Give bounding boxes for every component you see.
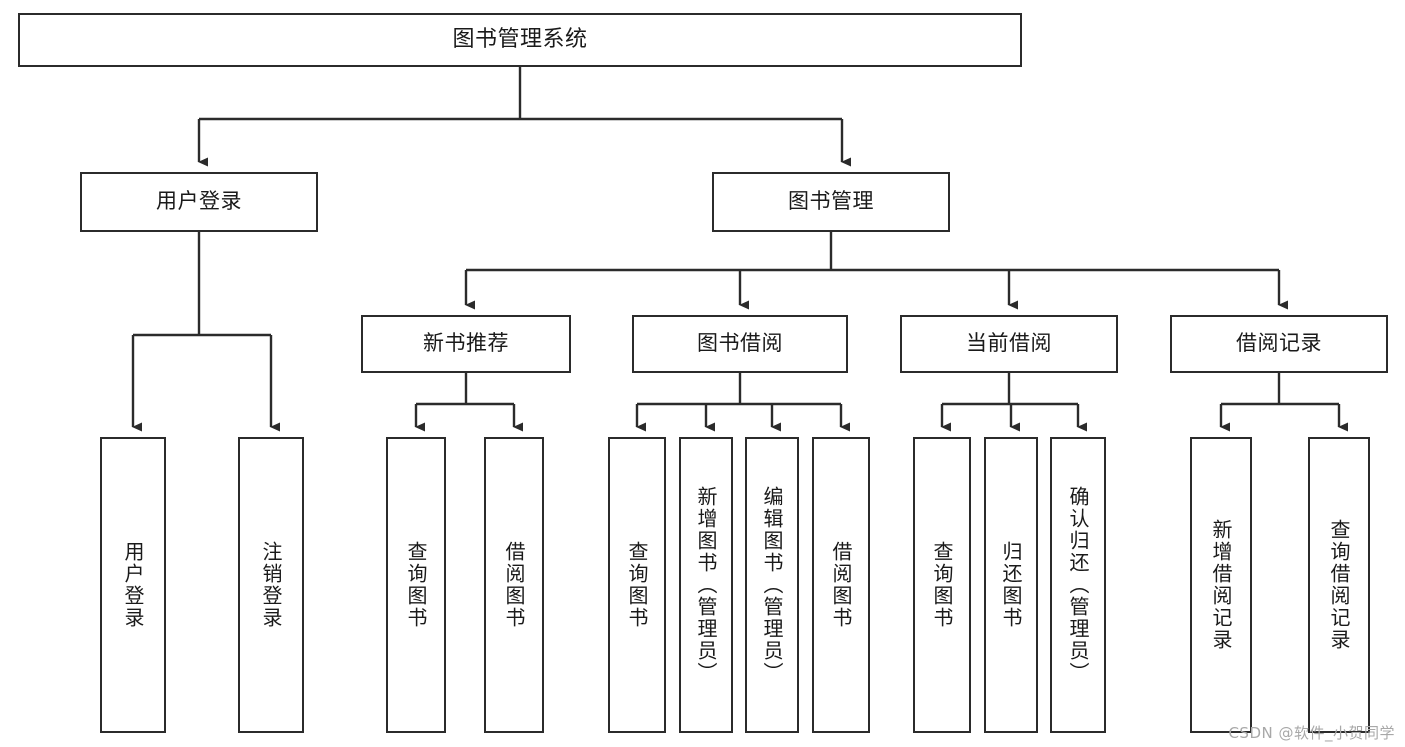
edges-root-to-level2 bbox=[197, 67, 851, 167]
node-leaf-user-login-label: 用户登录 bbox=[121, 541, 145, 629]
node-leaf-borrow-book-2-label: 借阅图书 bbox=[829, 541, 853, 629]
edges-newbookrec-to-leaves bbox=[414, 373, 523, 432]
node-leaf-query-book-1-label: 查询图书 bbox=[404, 541, 428, 629]
node-leaf-query-book-2-label: 查询图书 bbox=[625, 541, 649, 629]
node-leaf-logout[interactable]: 注销登录 bbox=[238, 437, 304, 733]
node-leaf-borrow-book-1[interactable]: 借阅图书 bbox=[484, 437, 544, 733]
node-borrow-record-label: 借阅记录 bbox=[1236, 331, 1322, 356]
node-root-system[interactable]: 图书管理系统 bbox=[18, 13, 1022, 67]
edges-userlogin-to-leaves bbox=[131, 232, 280, 432]
node-leaf-logout-label: 注销登录 bbox=[259, 541, 283, 629]
node-leaf-user-login[interactable]: 用户登录 bbox=[100, 437, 166, 733]
node-leaf-add-book[interactable]: 新增图书（管理员） bbox=[679, 437, 733, 733]
node-leaf-query-record[interactable]: 查询借阅记录 bbox=[1308, 437, 1370, 733]
node-leaf-query-book-3[interactable]: 查询图书 bbox=[913, 437, 971, 733]
node-borrow-record[interactable]: 借阅记录 bbox=[1170, 315, 1388, 373]
node-leaf-add-record[interactable]: 新增借阅记录 bbox=[1190, 437, 1252, 733]
edges-bookborrow-to-leaves bbox=[635, 373, 850, 432]
node-current-borrow[interactable]: 当前借阅 bbox=[900, 315, 1118, 373]
node-leaf-borrow-book-1-label: 借阅图书 bbox=[502, 541, 526, 629]
edges-currentborrow-to-leaves bbox=[940, 373, 1087, 432]
edges-borrowrecord-to-leaves bbox=[1219, 373, 1348, 432]
node-leaf-query-record-label: 查询借阅记录 bbox=[1327, 519, 1351, 651]
node-current-borrow-label: 当前借阅 bbox=[966, 331, 1052, 356]
node-leaf-query-book-1[interactable]: 查询图书 bbox=[386, 437, 446, 733]
node-leaf-return-book-label: 归还图书 bbox=[999, 541, 1023, 629]
node-leaf-edit-book-label: 编辑图书（管理员） bbox=[760, 486, 784, 684]
watermark-text: CSDN @软件_小贺同学 bbox=[1228, 724, 1395, 742]
node-leaf-query-book-2[interactable]: 查询图书 bbox=[608, 437, 666, 733]
node-leaf-query-book-3-label: 查询图书 bbox=[930, 541, 954, 629]
node-leaf-confirm-return[interactable]: 确认归还（管理员） bbox=[1050, 437, 1106, 733]
node-new-book-rec-label: 新书推荐 bbox=[423, 331, 509, 356]
node-leaf-confirm-return-label: 确认归还（管理员） bbox=[1066, 486, 1090, 684]
node-leaf-borrow-book-2[interactable]: 借阅图书 bbox=[812, 437, 870, 733]
node-leaf-add-book-label: 新增图书（管理员） bbox=[694, 486, 718, 684]
node-book-borrow[interactable]: 图书借阅 bbox=[632, 315, 848, 373]
node-leaf-edit-book[interactable]: 编辑图书（管理员） bbox=[745, 437, 799, 733]
node-leaf-add-record-label: 新增借阅记录 bbox=[1209, 519, 1233, 651]
node-root-label: 图书管理系统 bbox=[452, 26, 588, 52]
edges-bookmanage-to-level3 bbox=[464, 232, 1288, 310]
node-book-manage-label: 图书管理 bbox=[788, 189, 874, 214]
node-user-login-label: 用户登录 bbox=[156, 189, 242, 214]
node-new-book-rec[interactable]: 新书推荐 bbox=[361, 315, 571, 373]
node-user-login[interactable]: 用户登录 bbox=[80, 172, 318, 232]
node-leaf-return-book[interactable]: 归还图书 bbox=[984, 437, 1038, 733]
node-book-borrow-label: 图书借阅 bbox=[697, 331, 783, 356]
node-book-manage[interactable]: 图书管理 bbox=[712, 172, 950, 232]
